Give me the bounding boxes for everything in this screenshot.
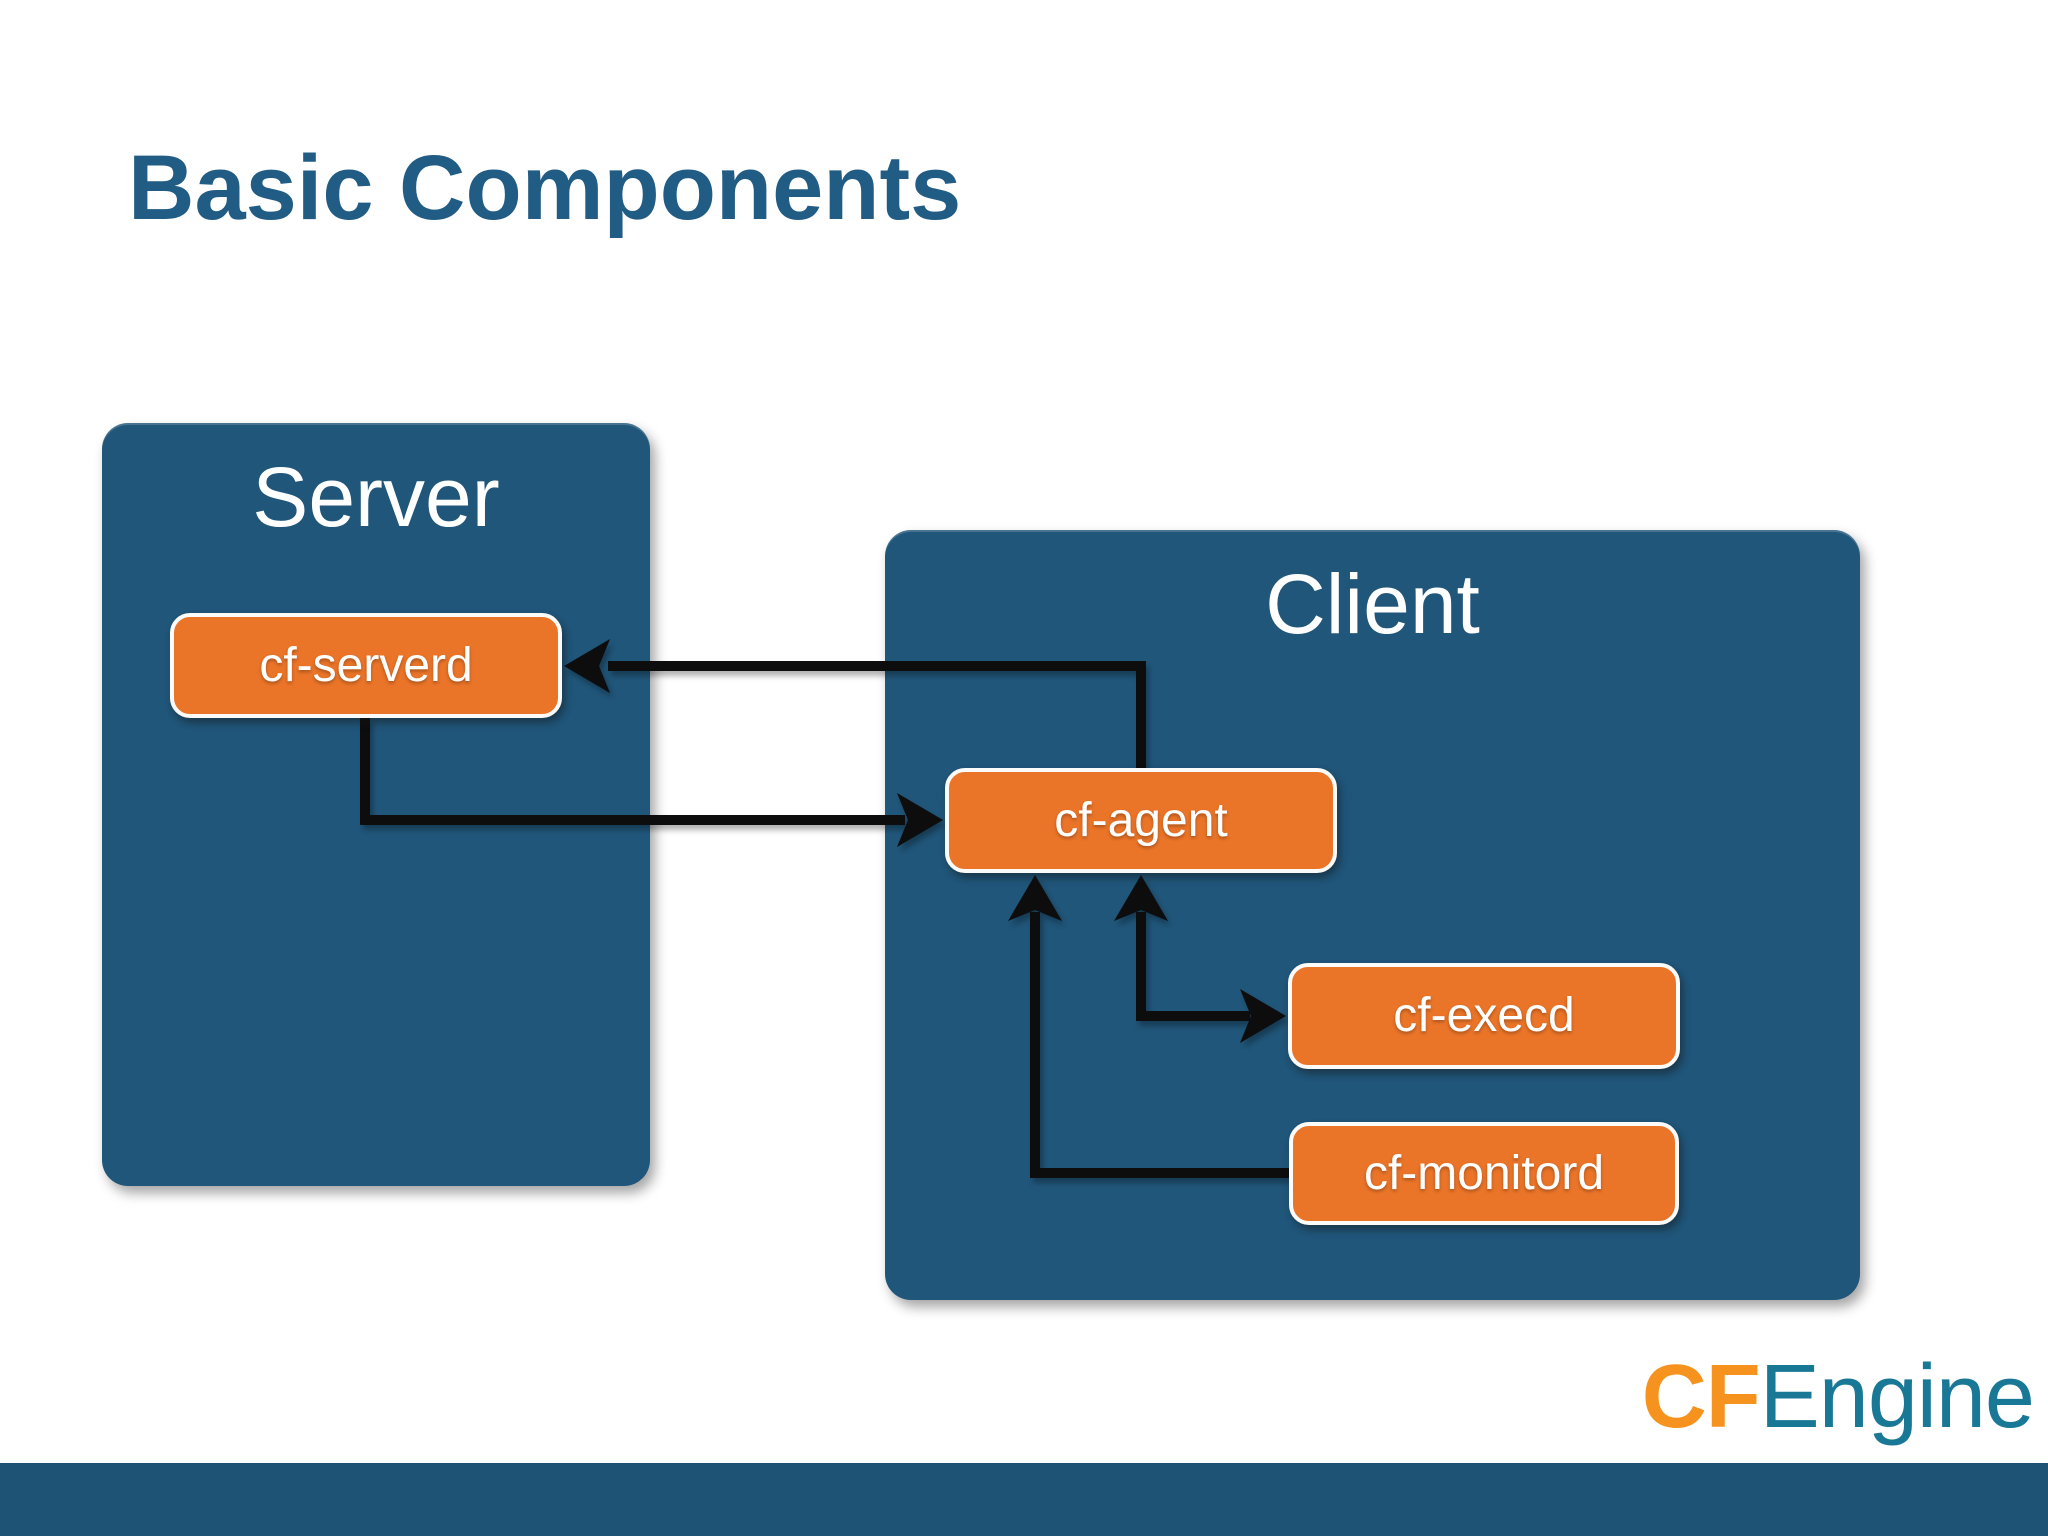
node-cf-monitord: cf-monitord (1289, 1122, 1679, 1225)
node-cf-monitord-label: cf-monitord (1363, 1146, 1605, 1200)
arrowhead-right-icon (1240, 989, 1286, 1043)
node-cf-agent-label: cf-agent (1054, 793, 1228, 847)
node-cf-agent: cf-agent (945, 768, 1337, 873)
server-group-label: Server (252, 450, 500, 544)
arrowhead-up-icon (1114, 875, 1168, 921)
arrow-cf-agent-cf-execd-bidirectional (1114, 875, 1286, 1043)
node-cf-serverd: cf-serverd (170, 613, 562, 718)
arrow-cf-agent-to-cf-serverd (564, 639, 1146, 770)
arrow-cf-monitord-to-cf-agent (1008, 875, 1289, 1178)
arrowhead-up-icon (1008, 875, 1062, 921)
node-cf-execd-label: cf-execd (1393, 989, 1575, 1042)
node-cf-serverd-label: cf-serverd (259, 638, 473, 692)
footer-bar (0, 1463, 2048, 1536)
page-title: Basic Components (128, 137, 962, 239)
arrow-cf-serverd-to-cf-agent (360, 718, 943, 847)
cfengine-logo-engine: Engine (1759, 1347, 2035, 1447)
node-cf-execd: cf-execd (1288, 963, 1680, 1069)
server-group-box: Server (102, 423, 650, 1186)
arrowhead-left-icon (564, 639, 610, 693)
cfengine-logo-cf: CF (1641, 1347, 1761, 1447)
cfengine-logo: CFEngine (1642, 1352, 2035, 1442)
client-group-label: Client (1265, 557, 1480, 651)
arrowhead-right-icon (897, 793, 943, 847)
